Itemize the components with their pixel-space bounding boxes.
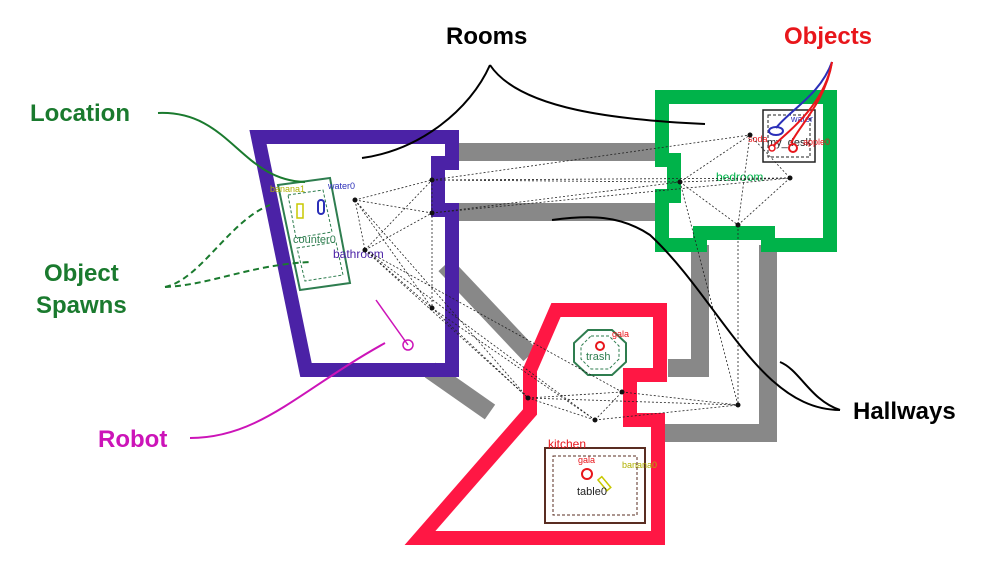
spawns-connector-1: [164, 204, 271, 288]
bedroom-room: [655, 90, 837, 252]
trash-location: gala trash: [573, 329, 629, 376]
water-label: water0: [327, 181, 355, 191]
robot-connector: [189, 342, 386, 439]
hallways: [424, 143, 777, 442]
location-connector: [157, 111, 306, 183]
banana-label: banana1: [270, 184, 305, 194]
hallway-bedroom-kitchen-left: [668, 245, 709, 377]
apple-label: apple0: [803, 137, 830, 147]
rooms-callout: Rooms: [446, 23, 527, 50]
object-spawns-callout-line2: Spawns: [36, 292, 127, 319]
soda-label: soda: [748, 134, 768, 144]
desk-location: my_desk water soda apple0: [748, 109, 830, 163]
bedroom-label: bedroom: [716, 170, 763, 184]
hallways-callout: Hallways: [853, 398, 956, 425]
object-spawns-callout-line1: Object: [44, 260, 119, 287]
kitchen-label: kitchen: [548, 437, 586, 451]
objects-connector-red-2: [772, 61, 833, 147]
spawns-connector-2: [164, 261, 311, 288]
counter-label: counter0: [293, 234, 336, 246]
robot-callout: Robot: [98, 426, 167, 453]
hallways-connector-1: [551, 216, 841, 411]
apple-object-2: [768, 144, 776, 152]
apple-object: [788, 143, 798, 153]
trash-label: trash: [586, 351, 610, 363]
table-location: gala banana0 table0: [544, 447, 657, 524]
bathroom-label: bathroom: [333, 247, 384, 261]
graph-nodes: [352, 132, 793, 423]
soda-object: [768, 126, 784, 136]
hallway-bedroom-kitchen-right: [660, 245, 777, 442]
table-label: table0: [577, 486, 607, 498]
water-object: [317, 199, 325, 215]
banana-table-label: banana0: [622, 460, 657, 470]
counter-location: counter0: [276, 176, 352, 292]
rooms-connector: [361, 64, 491, 159]
bathroom-room: [249, 130, 459, 377]
navigation-graph: [354, 134, 791, 421]
gala-trash-object: [595, 341, 605, 351]
banana-object: [296, 203, 304, 219]
location-callout: Location: [30, 100, 130, 127]
banana-table-object: [596, 475, 612, 492]
robot: [375, 299, 414, 351]
rooms-connector-2: [489, 64, 706, 125]
callout-connectors: [157, 61, 841, 439]
hallway-bathroom-kitchen: [438, 258, 537, 362]
gala-trash-label: gala: [612, 329, 629, 339]
objects-connector-blue: [775, 61, 833, 129]
gala-table-label: gala: [578, 455, 595, 465]
bathroom-objects: banana1 water0: [270, 181, 355, 219]
gala-table-object: [581, 468, 593, 480]
objects-callout: Objects: [784, 23, 872, 50]
hallways-connector-2: [779, 361, 841, 411]
